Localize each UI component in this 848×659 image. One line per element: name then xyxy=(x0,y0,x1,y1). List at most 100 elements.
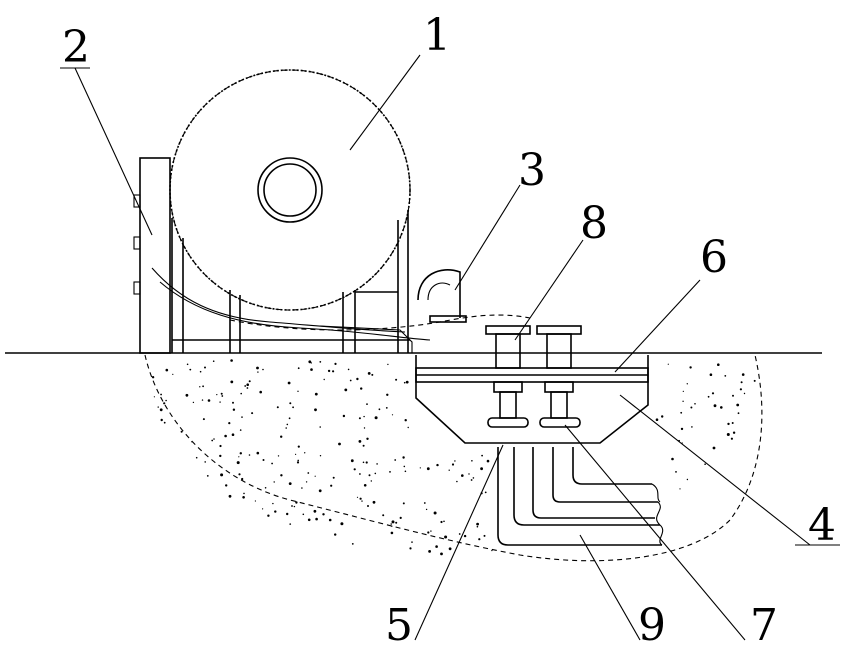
aggregate-speck xyxy=(334,362,337,365)
aggregate-speck xyxy=(228,494,232,498)
aggregate-speck xyxy=(248,454,251,456)
aggregate-speck xyxy=(461,474,464,477)
aggregate-speck xyxy=(206,475,209,477)
label-8: 8 xyxy=(580,198,608,249)
aggregate-speck xyxy=(655,418,659,422)
aggregate-speck xyxy=(374,416,378,420)
aggregate-speck xyxy=(382,514,385,517)
aggregate-speck xyxy=(224,434,227,438)
aggregate-speck xyxy=(292,406,294,409)
aggregate-speck xyxy=(232,401,234,404)
aggregate-speck xyxy=(288,482,292,485)
label-3: 3 xyxy=(518,145,546,196)
aggregate-speck xyxy=(186,363,189,366)
aggregate-speck xyxy=(363,484,367,487)
aggregate-speck xyxy=(440,552,443,556)
aggregate-speck xyxy=(707,395,710,398)
aggregate-speck xyxy=(297,445,300,448)
aggregate-speck xyxy=(361,500,363,502)
aggregate-speck xyxy=(405,380,409,384)
aggregate-speck xyxy=(295,501,298,504)
aggregate-speck xyxy=(427,531,430,534)
aggregate-speck xyxy=(367,505,369,507)
aggregate-speck xyxy=(307,472,310,474)
aggregate-speck xyxy=(711,392,715,395)
aggregate-speck xyxy=(476,525,479,528)
aggregate-speck xyxy=(244,385,247,387)
aggregate-speck xyxy=(322,513,325,516)
aggregate-speck xyxy=(246,387,249,389)
side-post xyxy=(133,157,171,354)
aggregate-speck xyxy=(297,390,299,392)
aggregate-speck xyxy=(213,438,215,440)
aggregate-speck xyxy=(374,472,377,475)
aggregate-speck xyxy=(189,368,192,371)
aggregate-speck xyxy=(366,437,369,440)
aggregate-speck xyxy=(280,435,283,438)
aggregate-speck xyxy=(731,422,734,424)
label-6: 6 xyxy=(700,232,728,283)
aggregate-speck xyxy=(372,500,376,504)
aggregate-speck xyxy=(671,457,674,461)
aggregate-speck xyxy=(378,408,381,411)
aggregate-speck xyxy=(443,520,445,523)
aggregate-speck xyxy=(272,502,274,505)
aggregate-speck xyxy=(454,460,456,462)
aggregate-speck xyxy=(478,538,481,541)
aggregate-speck xyxy=(680,411,683,414)
aggregate-speck xyxy=(256,451,260,455)
aggregate-speck xyxy=(297,367,300,370)
anchor-plate xyxy=(415,355,649,390)
aggregate-speck xyxy=(389,471,391,473)
aggregate-speck xyxy=(301,487,303,489)
aggregate-speck xyxy=(273,481,275,483)
aggregate-speck xyxy=(404,470,407,473)
aggregate-speck xyxy=(192,401,195,404)
aggregate-speck xyxy=(682,390,684,392)
aggregate-speck xyxy=(219,454,222,458)
aggregate-speck xyxy=(230,359,233,362)
aggregate-speck xyxy=(358,417,361,420)
aggregate-speck xyxy=(157,406,159,408)
aggregate-speck xyxy=(307,518,311,522)
aggregate-speck xyxy=(486,459,490,463)
aggregate-speck xyxy=(240,392,242,395)
aggregate-speck xyxy=(712,446,716,450)
cable-reel xyxy=(169,69,411,311)
aggregate-speck xyxy=(185,393,189,397)
aggregate-speck xyxy=(332,476,335,479)
aggregate-speck xyxy=(338,442,341,446)
aggregate-speck xyxy=(463,534,467,538)
aggregate-speck xyxy=(236,461,240,465)
aggregate-speck xyxy=(694,403,696,405)
leader-lines xyxy=(60,54,840,641)
aggregate-speck xyxy=(344,388,348,392)
aggregate-speck xyxy=(724,375,727,377)
aggregate-speck xyxy=(286,423,289,426)
aggregate-speck xyxy=(717,363,720,367)
aggregate-speck xyxy=(347,368,350,371)
aggregate-speck xyxy=(165,399,167,402)
aggregate-speck xyxy=(199,370,202,373)
aggregate-speck xyxy=(332,370,335,373)
conduit-pipes xyxy=(497,447,664,546)
aggregate-speck xyxy=(201,399,204,401)
aggregate-speck xyxy=(667,363,669,365)
aggregate-speck xyxy=(358,440,362,443)
aggregate-speck xyxy=(289,402,292,405)
aggregate-speck xyxy=(713,404,717,408)
aggregate-speck xyxy=(476,522,479,526)
aggregate-speck xyxy=(362,461,365,464)
aggregate-speck xyxy=(285,427,288,429)
aggregate-speck xyxy=(737,412,740,415)
aggregate-speck xyxy=(351,543,354,545)
aggregate-speck xyxy=(230,380,234,384)
embedded-base xyxy=(415,390,649,444)
aggregate-speck xyxy=(314,408,317,412)
label-5: 5 xyxy=(385,600,413,651)
aggregate-speck xyxy=(238,473,241,476)
aggregate-speck xyxy=(319,426,322,428)
aggregate-speck xyxy=(360,387,363,390)
aggregate-speck xyxy=(376,463,378,465)
aggregate-speck xyxy=(204,461,206,463)
